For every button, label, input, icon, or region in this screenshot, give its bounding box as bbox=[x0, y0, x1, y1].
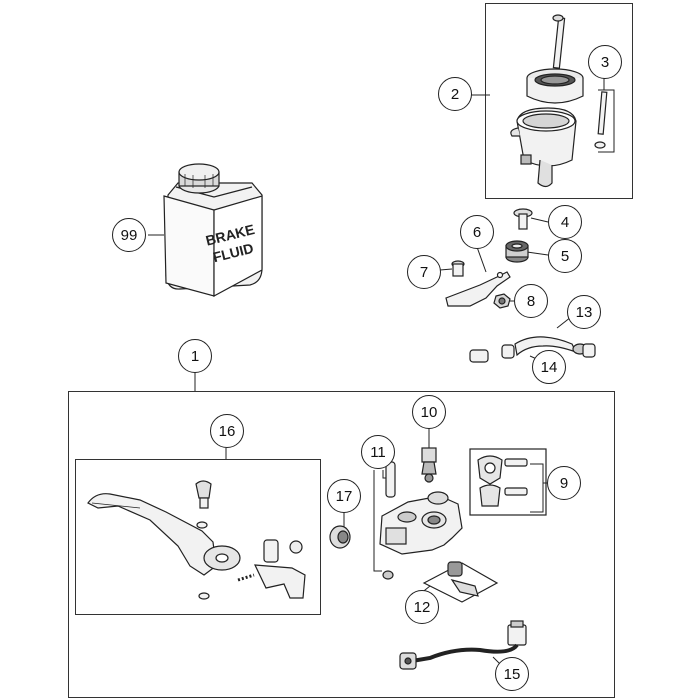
switch-part-12 bbox=[422, 561, 499, 603]
master-cylinder-body bbox=[379, 491, 463, 555]
bracket-9 bbox=[530, 463, 544, 513]
callout-7: 7 bbox=[407, 255, 441, 289]
callout-15: 15 bbox=[495, 657, 529, 691]
reservoir-screw bbox=[552, 17, 566, 69]
clamp-part-9 bbox=[469, 448, 547, 516]
bracket-3 bbox=[598, 89, 615, 153]
callout-3: 3 bbox=[588, 45, 622, 79]
brake-fluid-bottle bbox=[163, 163, 263, 298]
grommet-part-5 bbox=[505, 240, 529, 263]
clamps-part-14 bbox=[469, 343, 596, 363]
reservoir-assembly bbox=[510, 14, 608, 188]
lever-group-frame bbox=[75, 459, 321, 615]
callout-99: 99 bbox=[112, 218, 146, 252]
pins-part-11 bbox=[382, 461, 396, 580]
callout-16: 16 bbox=[210, 414, 244, 448]
callout-1: 1 bbox=[178, 339, 212, 373]
callout-14: 14 bbox=[532, 350, 566, 384]
leader-line-4 bbox=[530, 217, 549, 223]
leader-line-11a bbox=[373, 470, 382, 572]
fitting-part-10 bbox=[421, 447, 437, 483]
callout-11: 11 bbox=[361, 435, 395, 469]
leader-line-6 bbox=[476, 246, 487, 273]
callout-8: 8 bbox=[514, 284, 548, 318]
leader-line-5 bbox=[526, 251, 549, 256]
bracket-part-6 bbox=[445, 271, 511, 307]
callout-5: 5 bbox=[548, 239, 582, 273]
callout-4: 4 bbox=[548, 205, 582, 239]
callout-2: 2 bbox=[438, 77, 472, 111]
callout-13: 13 bbox=[567, 295, 601, 329]
callout-17: 17 bbox=[327, 479, 361, 513]
callout-9: 9 bbox=[547, 466, 581, 500]
reservoir-bolt bbox=[597, 91, 608, 135]
leader-line-7 bbox=[439, 268, 453, 271]
seal-part-17 bbox=[329, 525, 351, 549]
nut-part-8 bbox=[493, 293, 511, 309]
screw-part-4 bbox=[513, 208, 533, 230]
brake-switch-cable-part-15 bbox=[399, 620, 527, 670]
callout-10: 10 bbox=[412, 395, 446, 429]
reservoir-group-frame bbox=[485, 3, 633, 199]
callout-12: 12 bbox=[405, 590, 439, 624]
master-cylinder-assembly-frame bbox=[68, 391, 615, 698]
callout-6: 6 bbox=[460, 215, 494, 249]
brake-lever-part-16 bbox=[87, 480, 306, 600]
bolt-part-7 bbox=[451, 260, 465, 277]
